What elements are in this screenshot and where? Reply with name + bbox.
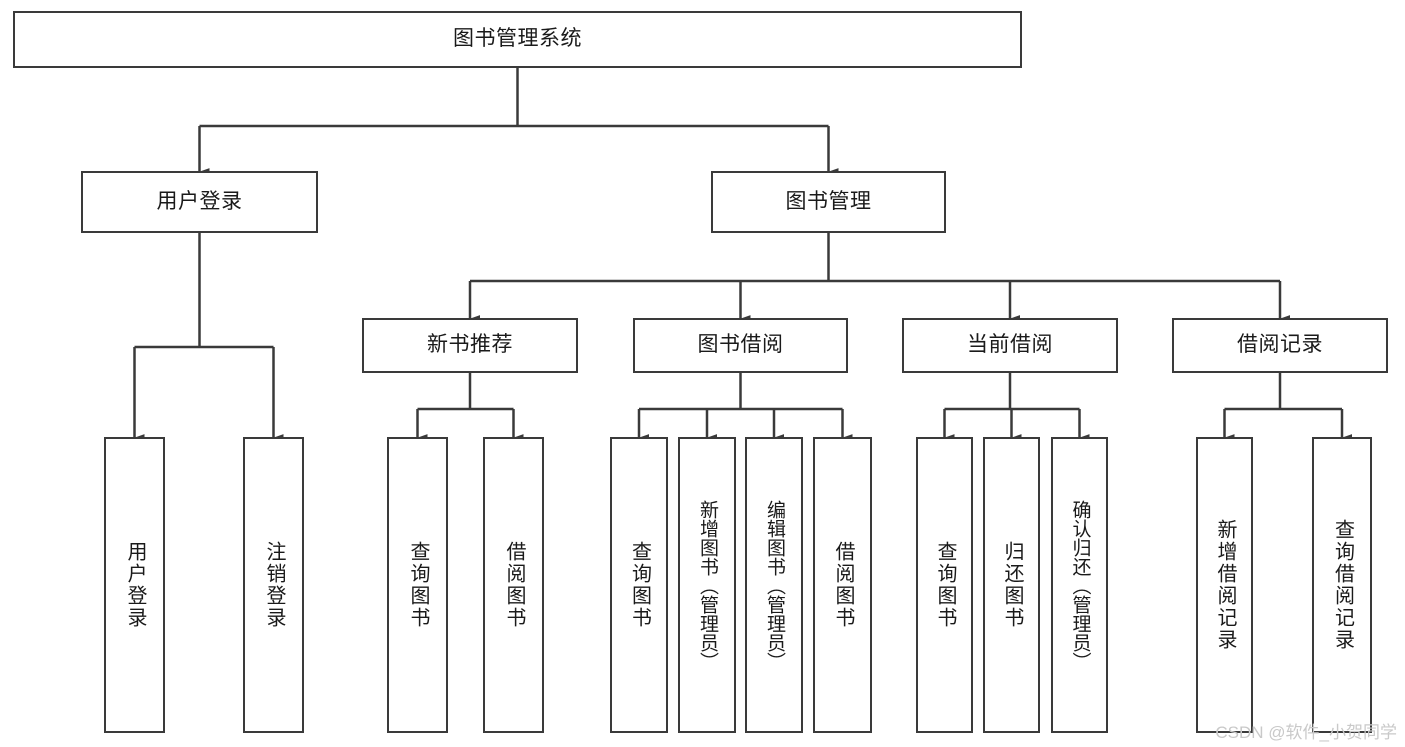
node-label: 编辑图书（管理员）: [763, 499, 785, 671]
node-label: 用户登录: [156, 189, 243, 213]
node-leaf-query-book-rec[interactable]: 查询图书: [387, 437, 448, 733]
node-label: 注销登录: [263, 541, 285, 629]
node-leaf-edit-book[interactable]: 编辑图书（管理员）: [745, 437, 803, 733]
node-user-login[interactable]: 用户登录: [81, 171, 318, 233]
node-label: 查询图书: [628, 541, 651, 629]
node-leaf-logout[interactable]: 注销登录: [243, 437, 304, 733]
node-label: 查询图书: [407, 541, 429, 629]
node-label: 查询借阅记录: [1331, 519, 1354, 651]
node-label: 借阅记录: [1237, 333, 1323, 357]
node-label: 图书借阅: [697, 333, 784, 357]
node-label: 查询图书: [934, 541, 956, 629]
node-leaf-confirm-return[interactable]: 确认归还（管理员）: [1051, 437, 1108, 733]
node-leaf-add-record[interactable]: 新增借阅记录: [1196, 437, 1253, 733]
node-new-book-recommend[interactable]: 新书推荐: [362, 318, 578, 373]
node-book-borrow[interactable]: 图书借阅: [633, 318, 848, 373]
node-borrow-record[interactable]: 借阅记录: [1172, 318, 1388, 373]
node-label: 借阅图书: [832, 541, 854, 629]
node-leaf-query-record[interactable]: 查询借阅记录: [1312, 437, 1372, 733]
node-leaf-user-login[interactable]: 用户登录: [104, 437, 165, 733]
edge-paths: [133, 68, 1352, 442]
node-label: 当前借阅: [967, 333, 1053, 357]
node-current-borrow[interactable]: 当前借阅: [902, 318, 1118, 373]
node-label: 新增图书（管理员）: [696, 499, 718, 671]
node-label: 图书管理系统: [453, 27, 582, 51]
node-label: 确认归还（管理员）: [1069, 499, 1091, 671]
node-label: 用户登录: [124, 541, 146, 629]
node-leaf-return-book[interactable]: 归还图书: [983, 437, 1040, 733]
node-leaf-query-book-cur[interactable]: 查询图书: [916, 437, 973, 733]
node-book-manage[interactable]: 图书管理: [711, 171, 946, 233]
node-leaf-query-book[interactable]: 查询图书: [610, 437, 668, 733]
node-label: 图书管理: [785, 189, 872, 213]
node-leaf-add-book[interactable]: 新增图书（管理员）: [678, 437, 736, 733]
node-label: 新书推荐: [427, 333, 513, 357]
node-label: 借阅图书: [503, 541, 525, 629]
node-root[interactable]: 图书管理系统: [13, 11, 1022, 68]
node-leaf-borrow-book[interactable]: 借阅图书: [813, 437, 872, 733]
node-label: 新增借阅记录: [1214, 519, 1236, 651]
node-leaf-borrow-book-rec[interactable]: 借阅图书: [483, 437, 544, 733]
node-label: 归还图书: [1001, 541, 1023, 629]
